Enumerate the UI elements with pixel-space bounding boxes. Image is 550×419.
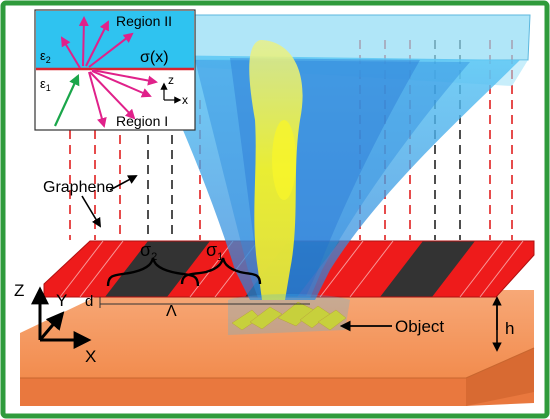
axis-y-label: Y [56,291,67,310]
axis-z-label: Z [14,281,24,300]
sigma1-strip [380,241,475,297]
object-shape [231,301,347,331]
svg-text:ε2: ε2 [40,48,51,65]
thickness-h-label: h [505,319,514,338]
graphene-label: Graphene [43,179,114,196]
sigma1-strip [105,241,210,297]
inset-epsilon2-subscript: 2 [46,55,51,65]
inset-epsilon1-label: ε [40,76,46,91]
inset-sigma-x-label: σ(x) [140,49,169,66]
inset-region-ii-label: Region II [116,13,172,29]
xyz-axes [31,286,92,349]
inset-axis-z-label: z [168,73,174,87]
substrate-slab [20,290,535,406]
object-label: Object [395,317,444,336]
sigma1-label: σ [206,240,217,260]
inset-region-i-label: Region I [116,113,168,129]
sigma1-subscript: 1 [217,251,223,263]
axis-x-label: X [85,347,96,366]
strip-width-d-label: d [85,293,93,310]
inset-panel: Region II Region I σ(x) ε2 ε1 z x [34,9,196,131]
period-lambda-label: Λ [166,303,177,320]
inset-epsilon2-label: ε [40,48,46,63]
wavefront-plane [169,14,531,61]
sigma2-label: σ [140,240,151,260]
inset-axis-x-label: x [182,93,188,107]
svg-text:σ1: σ1 [206,240,223,263]
sigma2-subscript: 2 [151,251,157,263]
sigma-braces [106,257,262,287]
inset-epsilon1-subscript: 1 [46,83,51,93]
svg-text:σ2: σ2 [140,240,157,263]
svg-text:ε1: ε1 [40,76,51,93]
